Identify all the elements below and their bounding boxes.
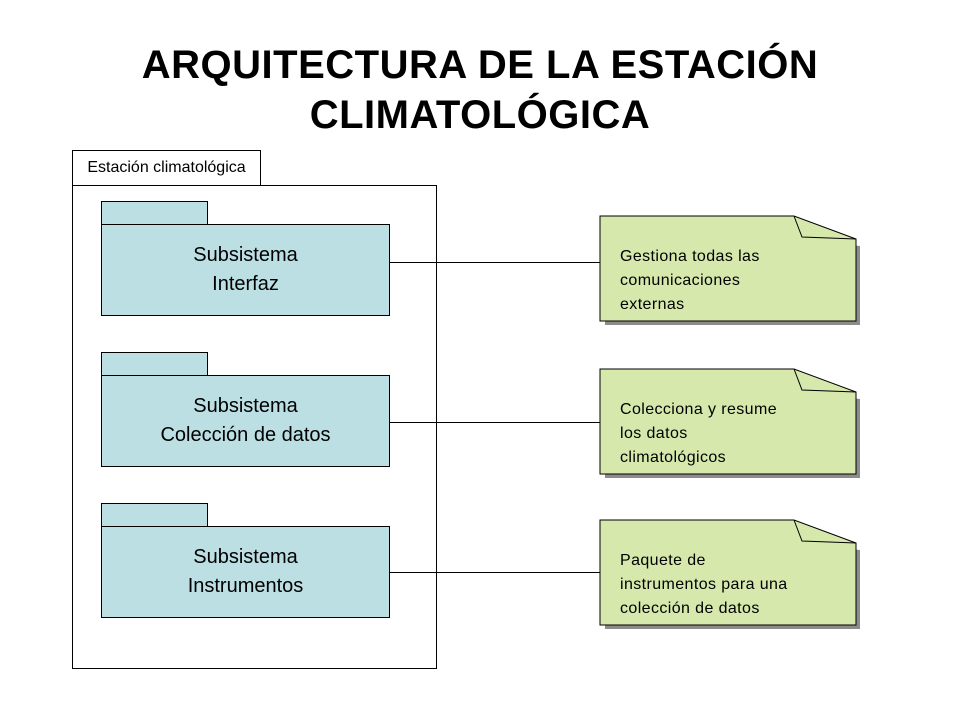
note-coleccion-text: Colecciona y resume los datos climatológ… (620, 398, 850, 470)
subsystem-interfaz-line-2: Interfaz (212, 273, 279, 295)
note-interfaz-text: Gestiona todas las comunicaciones extern… (620, 245, 850, 317)
note-coleccion-line-1: Colecciona y resume (620, 401, 777, 418)
subsystem-interfaz-line-1: Subsistema (193, 244, 298, 266)
connector-coleccion (390, 422, 602, 423)
subsystem-instrumentos-line-2: Instrumentos (187, 575, 304, 597)
note-shape (599, 368, 860, 478)
subsystem-coleccion-tab (101, 352, 208, 376)
subsystem-coleccion-line-2: Colección de datos (160, 424, 331, 446)
note-interfaz-line-3: externas (620, 296, 685, 313)
outer-package-tab: Estación climatológica (72, 150, 261, 186)
diagram-title: ARQUITECTURA DE LA ESTACIÓN CLIMATOLÓGIC… (0, 40, 960, 140)
note-coleccion-line-2: los datos (620, 425, 688, 442)
outer-package-label: Estación climatológica (87, 159, 246, 176)
connector-interfaz (390, 262, 602, 263)
subsystem-coleccion-line-1: Subsistema (193, 395, 298, 417)
subsystem-instrumentos-tab (101, 503, 208, 527)
note-instrumentos-line-1: Paquete de (620, 552, 706, 569)
subsystem-coleccion: Subsistema Colección de datos (101, 375, 390, 467)
note-interfaz-line-1: Gestiona todas las (620, 248, 760, 265)
subsystem-instrumentos-line-1: Subsistema (193, 546, 298, 568)
note-instrumentos-text: Paquete de instrumentos para una colecci… (620, 549, 850, 621)
note-coleccion-line-3: climatológicos (620, 449, 727, 466)
note-instrumentos: Paquete de instrumentos para una colecci… (598, 517, 862, 631)
note-shape (599, 519, 860, 629)
connector-instrumentos (390, 572, 602, 573)
note-interfaz-line-2: comunicaciones (620, 272, 741, 289)
title-line-2: CLIMATOLÓGICA (309, 93, 651, 137)
title-line-1: ARQUITECTURA DE LA ESTACIÓN (141, 43, 819, 87)
subsystem-interfaz: Subsistema Interfaz (101, 224, 390, 316)
note-instrumentos-line-2: instrumentos para una (620, 576, 788, 593)
note-instrumentos-line-3: colección de datos (620, 600, 760, 617)
subsystem-interfaz-tab (101, 201, 208, 225)
note-coleccion: Colecciona y resume los datos climatológ… (598, 366, 862, 480)
note-shape (599, 215, 860, 325)
note-interfaz: Gestiona todas las comunicaciones extern… (598, 213, 862, 327)
subsystem-instrumentos: Subsistema Instrumentos (101, 526, 390, 618)
